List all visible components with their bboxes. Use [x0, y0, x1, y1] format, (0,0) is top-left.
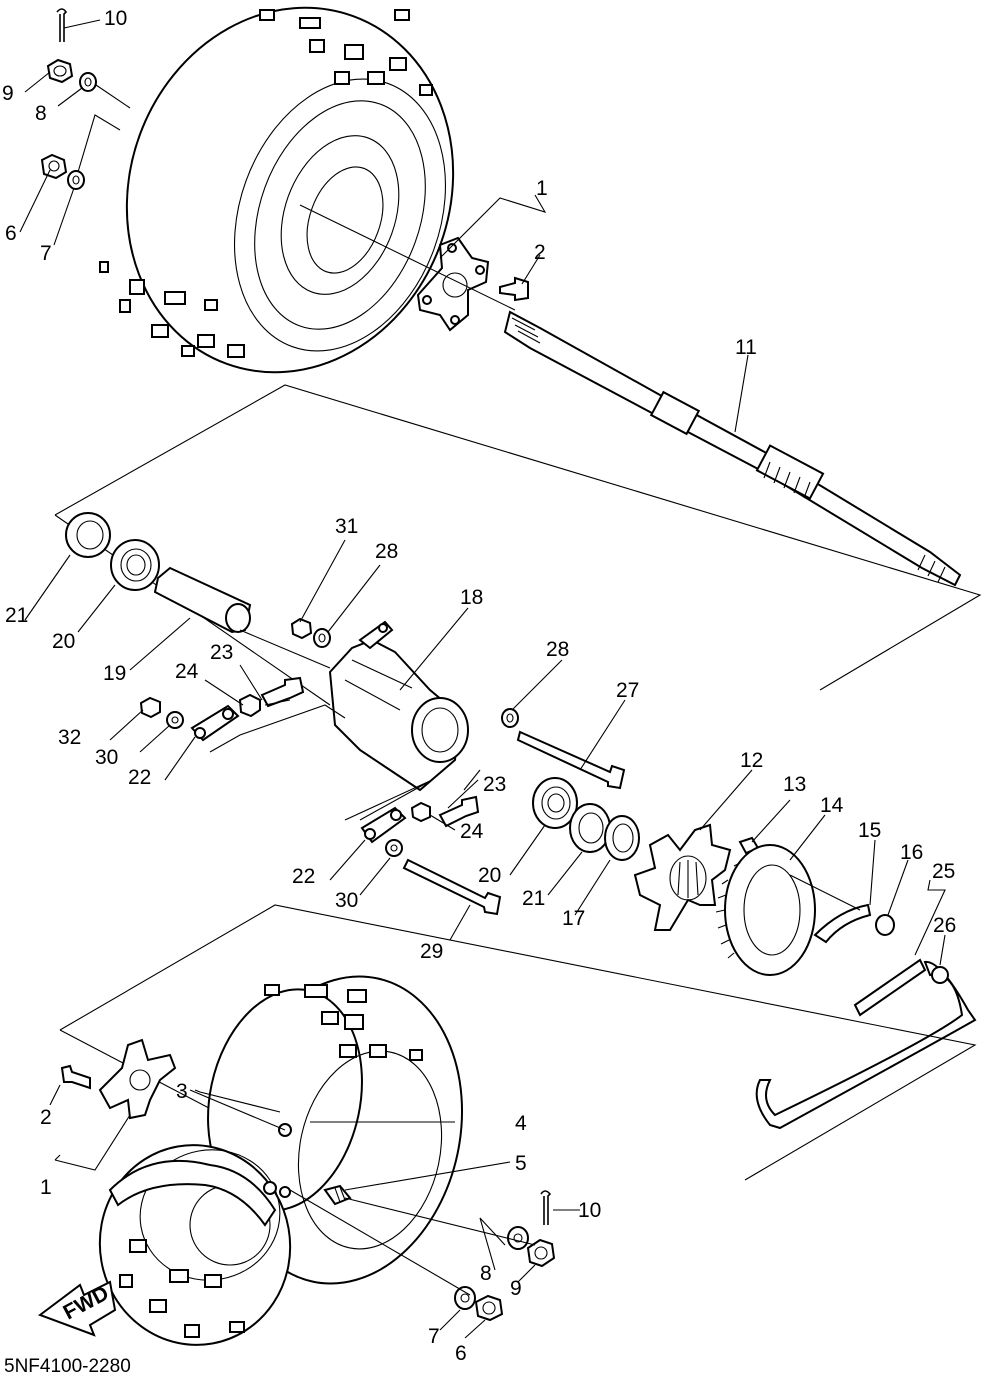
tread-blocks-lower [119, 984, 423, 1338]
rear-axle-shaft [503, 310, 962, 587]
cotter-pin-upper [56, 8, 68, 42]
callout-28-left: 28 [375, 540, 398, 563]
washer-28-right [501, 708, 519, 728]
callout-23-lower: 23 [483, 773, 506, 796]
assembly-outline-middle [54, 384, 982, 706]
callout-20-left: 20 [52, 630, 75, 653]
callout-30-upper: 30 [95, 746, 118, 769]
hub-stud-upper [499, 276, 529, 302]
bearing-20-left [110, 539, 160, 591]
callout-8-lower: 8 [480, 1262, 492, 1285]
callout-6-upper: 6 [5, 222, 17, 245]
assembly-outline-lower [59, 904, 977, 1181]
washer-upper-left [67, 170, 85, 190]
callout-24-lower: 24 [460, 820, 484, 843]
callout-1-upper: 1 [536, 177, 548, 200]
washer-upper [79, 72, 97, 92]
callout-30-lower: 30 [335, 889, 358, 912]
callout-27: 27 [616, 679, 639, 702]
callout-23-upper: 23 [210, 641, 233, 664]
callout-5: 5 [515, 1152, 527, 1175]
callout-31: 31 [335, 515, 358, 538]
callout-18: 18 [460, 586, 483, 609]
nut-upper-left [40, 153, 68, 180]
callout-13: 13 [783, 773, 806, 796]
washer-30-upper [166, 711, 184, 729]
callout-2-lower: 2 [40, 1106, 52, 1129]
callout-6-lower: 6 [455, 1342, 467, 1365]
callout-2-upper: 2 [534, 241, 546, 264]
callout-21-left: 21 [5, 604, 28, 627]
callout-3: 3 [176, 1080, 188, 1103]
upper-wheel-hub [416, 236, 490, 332]
adjuster-plate-22-upper [190, 704, 240, 742]
bolt-23-upper [260, 676, 305, 708]
wheel-bolt-5 [323, 1184, 352, 1206]
bolt-23-lower [438, 795, 480, 828]
washer-lower-8 [507, 1226, 529, 1250]
chain-25 [755, 958, 977, 1130]
nut-24-upper [238, 693, 261, 718]
callout-17: 17 [562, 907, 585, 930]
callout-15: 15 [858, 819, 881, 842]
callout-9-lower: 9 [510, 1277, 522, 1300]
tread-blocks [99, 9, 433, 358]
callout-22-lower: 22 [292, 865, 315, 888]
castle-nut-lower [526, 1238, 556, 1268]
callout-1-lower: 1 [40, 1176, 52, 1199]
callout-25: 25 [932, 860, 955, 883]
callout-9-upper: 9 [2, 82, 14, 105]
nut-lower-6 [474, 1294, 504, 1322]
collar-spacer-19 [153, 566, 252, 634]
callout-28-right: 28 [546, 638, 569, 661]
bolt-27 [516, 730, 626, 790]
callout-4: 4 [515, 1112, 527, 1135]
nut-31 [290, 617, 313, 640]
axle-housing-18 [328, 620, 469, 792]
lower-wheel-hub [98, 1038, 177, 1120]
callout-20-right: 20 [478, 864, 501, 887]
nut-16 [875, 914, 895, 936]
callout-32: 32 [58, 726, 81, 749]
cotter-pin-lower [540, 1190, 552, 1225]
callout-7-lower: 7 [428, 1325, 440, 1348]
oil-seal-17 [604, 815, 640, 861]
rear-sprocket-14 [715, 844, 816, 976]
callout-12: 12 [740, 749, 763, 772]
oil-seal-21-left [65, 512, 111, 558]
callout-26: 26 [933, 914, 956, 937]
diagram-code: 5NF4100-2280 [4, 1356, 131, 1377]
castle-nut-upper [46, 58, 74, 84]
callout-21-right: 21 [522, 887, 545, 910]
sprocket-hub-12 [633, 823, 732, 931]
master-link-clip-26 [931, 966, 949, 984]
oil-seal-21-right [569, 803, 611, 853]
washer-30-lower [385, 839, 403, 857]
callout-labels: 10 9 8 6 7 1 2 11 21 20 19 31 28 18 23 2… [2, 7, 956, 1365]
nut-24-lower [410, 801, 431, 823]
callout-16: 16 [900, 841, 923, 864]
callout-7-upper: 7 [40, 242, 52, 265]
hub-stud-lower [60, 1064, 91, 1090]
adjuster-plate-22-lower [360, 806, 407, 844]
washer-28-left [313, 628, 331, 648]
callout-11: 11 [735, 336, 757, 359]
bolt-29 [402, 858, 502, 916]
callout-24-upper: 24 [175, 660, 199, 683]
callout-22-upper: 22 [128, 766, 151, 789]
washer-lower-7 [454, 1286, 476, 1310]
callout-19: 19 [103, 662, 126, 685]
lower-wheel-tire [98, 975, 464, 1346]
nut-32 [139, 696, 161, 719]
callout-10-upper: 10 [104, 7, 127, 30]
callout-10-lower: 10 [578, 1199, 601, 1222]
chain-guide-15 [813, 903, 872, 944]
fwd-arrow-icon [37, 1280, 117, 1337]
upper-wheel-tire [99, 6, 455, 374]
callout-29: 29 [420, 940, 443, 963]
bearing-20-right [532, 777, 578, 829]
callout-8-upper: 8 [35, 102, 47, 125]
callout-14: 14 [820, 794, 844, 817]
